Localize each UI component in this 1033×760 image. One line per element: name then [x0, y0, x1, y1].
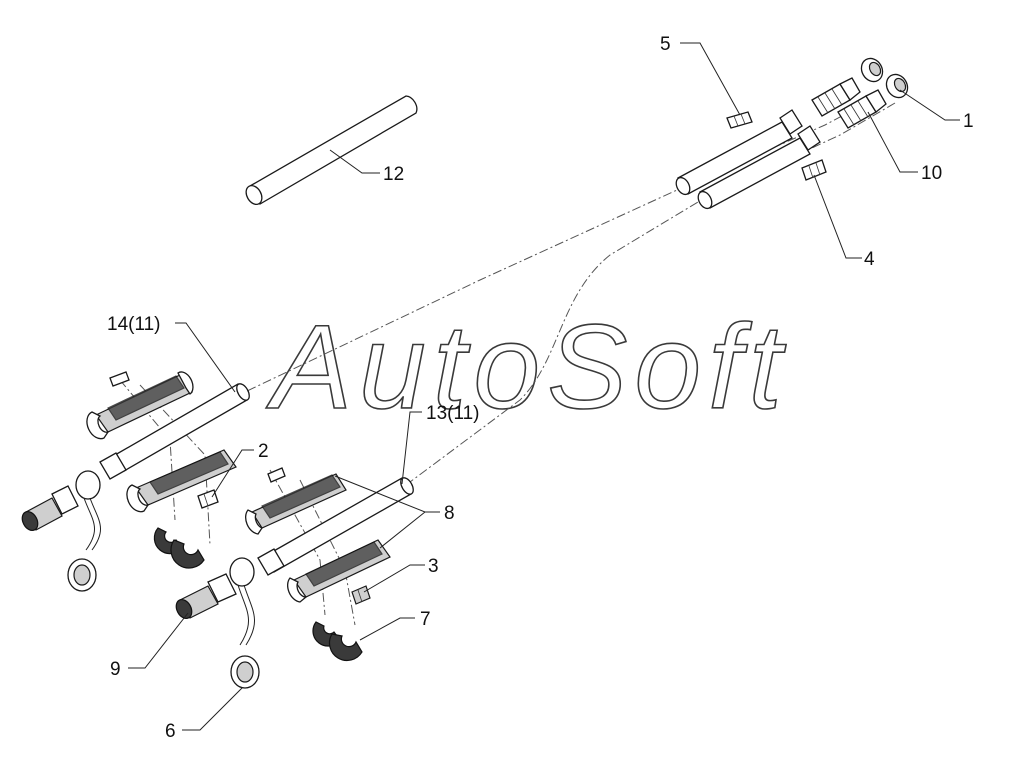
hose-part-13 — [257, 477, 414, 576]
clip-part-4 — [801, 159, 827, 181]
nut-part-1-a — [860, 57, 884, 83]
coupling-left — [21, 485, 79, 532]
callout-1: 1 — [963, 111, 974, 132]
hose-upper-1 — [675, 109, 803, 196]
dust-cap-left — [67, 470, 102, 592]
sleeve-part-8-mid-lower — [286, 539, 391, 603]
watermark: AutoSoft — [266, 300, 787, 434]
callout-7: 7 — [420, 609, 431, 630]
adapter-part-10-b — [837, 89, 887, 129]
callout-9: 9 — [110, 659, 121, 680]
callout-3: 3 — [428, 556, 439, 577]
grommet-left — [153, 527, 205, 569]
adapter-part-10-a — [811, 77, 861, 117]
callout-6: 6 — [165, 721, 176, 742]
callout-2: 2 — [258, 441, 269, 462]
clip-part-3 — [351, 585, 371, 605]
hose-upper-2 — [697, 125, 821, 210]
callout-10: 10 — [921, 163, 942, 184]
sleeve-part-8-left-lower — [126, 449, 237, 513]
grommet-part-7 — [312, 621, 363, 662]
sleeve-part-8-left-upper — [86, 371, 194, 440]
callout-13-11: 13(11) — [426, 403, 480, 424]
callout-12: 12 — [383, 164, 404, 185]
clip-part-2 — [197, 489, 219, 509]
clip-left-top — [109, 371, 130, 387]
tube-part-12 — [245, 95, 418, 205]
callout-4: 4 — [864, 249, 875, 270]
sleeve-part-8-mid-upper — [244, 473, 347, 535]
coupling-part-9 — [175, 573, 237, 620]
hose-part-14 — [99, 383, 250, 480]
callout-labels: 1 2 3 4 5 6 7 8 9 10 12 13(11) 14(11) — [107, 34, 974, 742]
clip-part-5 — [726, 111, 753, 129]
nut-part-1-b — [885, 73, 909, 99]
callout-5: 5 — [660, 34, 671, 55]
clip-mid-top — [267, 467, 286, 483]
callout-8: 8 — [444, 503, 455, 524]
leader-lines — [128, 42, 960, 731]
callout-14-11: 14(11) — [107, 314, 161, 335]
dust-cap-part-6 — [229, 557, 260, 689]
